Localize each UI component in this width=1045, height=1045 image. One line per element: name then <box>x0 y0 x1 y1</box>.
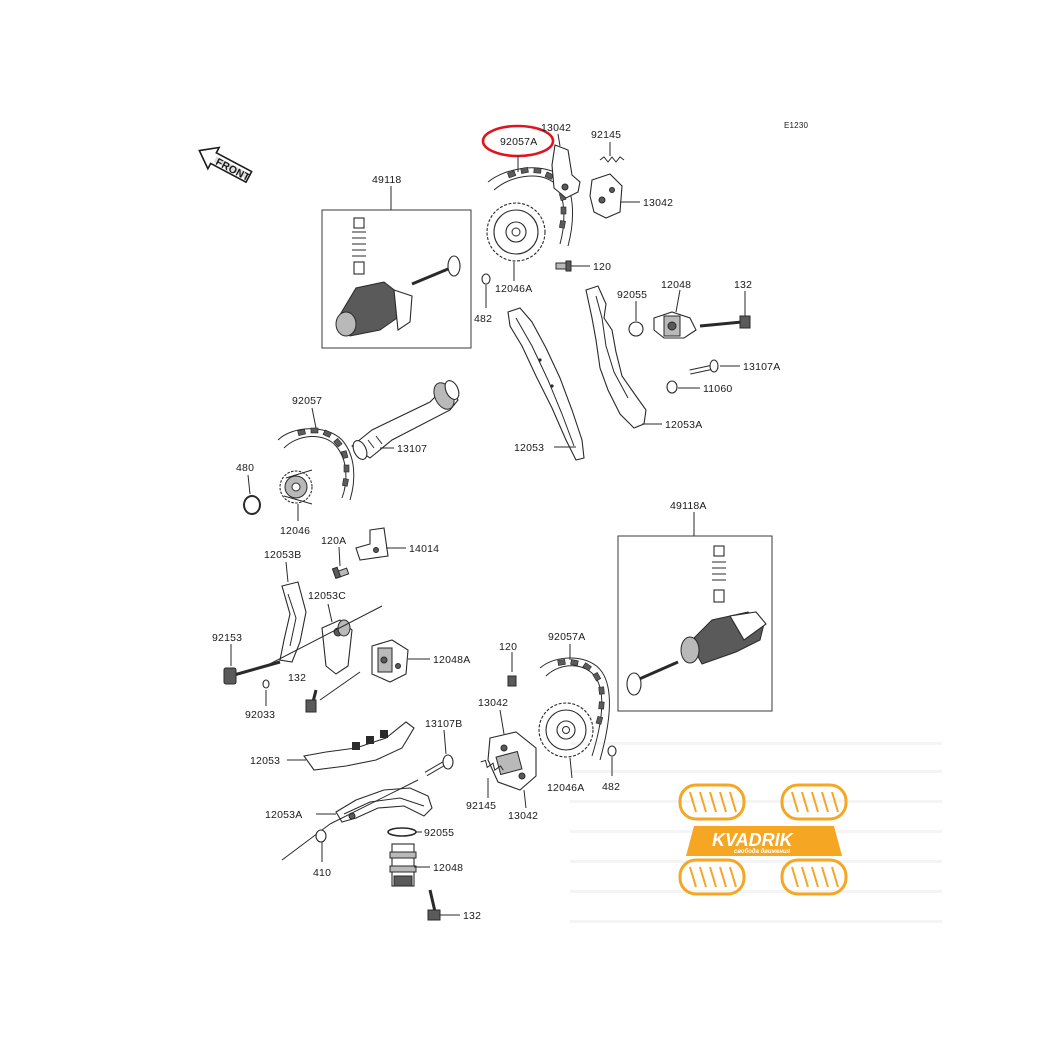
box-49118A <box>617 535 773 712</box>
label-12053-bottom: 12053 <box>250 755 280 767</box>
tensioner-12048A <box>371 639 409 683</box>
label-14014: 14014 <box>409 543 439 555</box>
label-13107A: 13107A <box>743 361 780 373</box>
washer-11060 <box>666 380 678 394</box>
label-12053C: 12053C <box>308 590 346 602</box>
label-480: 480 <box>236 462 254 474</box>
label-410: 410 <box>313 867 331 879</box>
cam-chain-top <box>487 166 573 247</box>
label-92145-top: 92145 <box>591 129 621 141</box>
label-12046A-bottom: 12046A <box>547 782 584 794</box>
label-132-bottom: 132 <box>463 910 481 922</box>
cam-chain-left <box>277 427 355 501</box>
chain-guide-12053-top <box>507 307 585 461</box>
label-13042-bottom-2: 13042 <box>508 810 538 822</box>
label-49118A: 49118A <box>670 500 707 512</box>
label-13107: 13107 <box>397 443 427 455</box>
sprocket-12046 <box>279 469 313 505</box>
bolt-120A <box>331 566 350 580</box>
label-12053B: 12053B <box>264 549 301 561</box>
valve-assembly-49118A <box>626 545 767 696</box>
box-49118 <box>321 209 472 349</box>
label-92033: 92033 <box>245 709 275 721</box>
label-12053-top: 12053 <box>514 442 544 454</box>
label-92145-bottom: 92145 <box>466 800 496 812</box>
valve-assembly-49118 <box>335 217 461 337</box>
oring-92055-bottom <box>387 827 417 837</box>
label-13042-top: 13042 <box>541 122 571 134</box>
sprocket-12046A-top <box>486 202 546 262</box>
bolt-132-bottom <box>427 889 441 921</box>
label-12046A-top: 12046A <box>495 283 532 295</box>
bolt-92153 <box>223 660 281 685</box>
label-120-top: 120 <box>593 261 611 273</box>
bolt-132-mid <box>305 689 318 713</box>
label-12053A-bottom: 12053A <box>265 809 302 821</box>
label-11060: 11060 <box>703 383 732 395</box>
cam-chain-bottom <box>539 657 610 761</box>
bolt-120-top <box>555 260 572 272</box>
washer-482-top <box>481 273 491 285</box>
circlip-480 <box>243 495 261 515</box>
clip-92033 <box>262 679 270 689</box>
lever-12053C <box>321 619 353 675</box>
label-13042-top-right: 13042 <box>643 197 673 209</box>
oring-92055-top <box>628 321 644 337</box>
label-92055-top: 92055 <box>617 289 647 301</box>
sprocket-12046A-bottom <box>538 702 594 758</box>
pin-13107B <box>424 754 454 777</box>
label-12053A-top: 12053A <box>665 419 702 431</box>
label-132-mid: 132 <box>288 672 306 684</box>
chain-guide-12053A-top <box>585 285 647 429</box>
label-12048A: 12048A <box>433 654 470 666</box>
pin-13107A <box>689 359 719 375</box>
label-92153: 92153 <box>212 632 242 644</box>
chain-guide-12053B <box>279 581 307 663</box>
label-482-bottom: 482 <box>602 781 620 793</box>
bolt-120-bottom <box>507 675 517 687</box>
label-12048-bottom: 12048 <box>433 862 463 874</box>
chain-guide-12053-bottom <box>303 721 415 771</box>
label-132-top: 132 <box>734 279 752 291</box>
label-120A: 120A <box>321 535 346 547</box>
washer-410 <box>315 829 327 843</box>
label-49118: 49118 <box>372 174 401 186</box>
label-12046: 12046 <box>280 525 310 537</box>
bolt-132-top <box>699 315 751 329</box>
chain-guide-12053A-bottom <box>335 787 433 823</box>
kvadrik-logo: KVADRIK свобода движения <box>678 783 848 896</box>
tensioner-12048-top <box>653 311 697 339</box>
label-13107B: 13107B <box>425 718 462 730</box>
label-120-bottom: 120 <box>499 641 517 653</box>
bracket-14014 <box>355 527 389 561</box>
label-92057A-top: 92057A <box>500 136 537 148</box>
front-arrow-icon: FRONT <box>198 146 253 184</box>
label-92055-bottom: 92055 <box>424 827 454 839</box>
label-482-top: 482 <box>474 313 492 325</box>
label-92057: 92057 <box>292 395 322 407</box>
label-92057A-bottom: 92057A <box>548 631 585 643</box>
diagram-code: E1230 <box>784 121 808 130</box>
cam-lever-13042-top <box>551 144 581 199</box>
bracket-13042-bottom <box>487 731 537 791</box>
spring-92145-bottom <box>480 759 504 772</box>
label-12048-top: 12048 <box>661 279 691 291</box>
tensioner-12048-bottom <box>389 843 417 887</box>
spring-92145-top <box>599 156 625 163</box>
washer-482-bottom <box>607 745 617 757</box>
logo-tagline: свобода движения <box>734 848 791 855</box>
logo-brand: KVADRIK <box>712 830 795 850</box>
camshaft-13107 <box>351 380 460 460</box>
label-13042-bottom: 13042 <box>478 697 508 709</box>
front-label: FRONT <box>214 156 253 184</box>
bracket-13042-top-right <box>589 173 623 219</box>
